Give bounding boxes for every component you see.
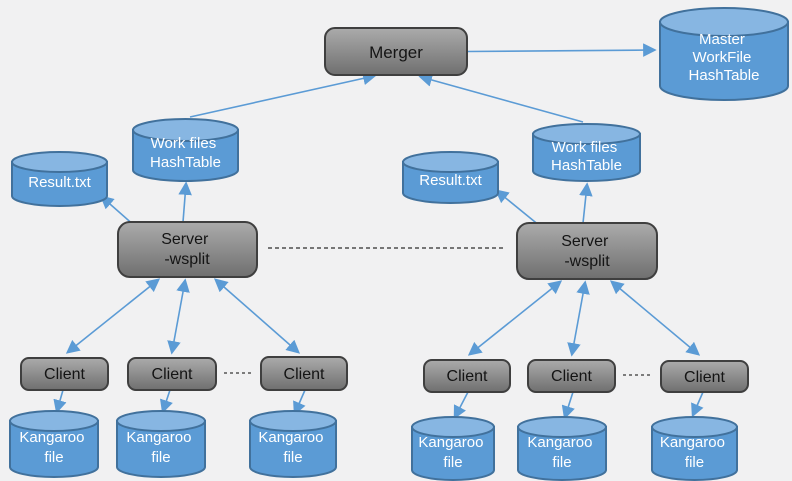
kangaroo-file-4-label: Kangaroo file — [418, 434, 487, 471]
client-4-box — [423, 359, 511, 393]
edge-serverL-client1 — [65, 278, 161, 354]
edge-wfhL-to-merger — [189, 71, 377, 118]
cylinder-body — [402, 161, 499, 204]
server-right-label: Server -wsplit — [561, 233, 613, 270]
kangaroo-file-2-node: Kangaroo file — [116, 410, 206, 478]
work-files-hashtable-left-node: Work files HashTable — [132, 118, 239, 182]
kangaroo-file-6-label: Kangaroo file — [660, 434, 729, 471]
cylinder-top — [249, 410, 337, 432]
work-files-hashtable-right-node: Work files HashTable — [532, 123, 641, 182]
cylinder-top — [517, 416, 607, 438]
cylinder-body — [132, 129, 239, 182]
cylinder-body — [9, 420, 99, 478]
cylinder-top — [132, 118, 239, 142]
merger-node: Merger — [324, 27, 468, 76]
edge-serverL-client2 — [167, 278, 190, 355]
client-3-label: Client — [284, 366, 325, 383]
edge-serverR-to-wfhR — [579, 182, 593, 224]
work-files-hashtable-left-label: Work files HashTable — [150, 135, 221, 171]
kangaroo-file-3-label: Kangaroo file — [258, 429, 327, 466]
client-2-label: Client — [152, 366, 193, 383]
kangaroo-file-1-node: Kangaroo file — [9, 410, 99, 478]
cylinder-body — [249, 420, 337, 478]
client-1-box — [20, 357, 109, 391]
client-2-box — [127, 357, 217, 391]
client-3-box — [260, 356, 348, 391]
client-5-box — [527, 359, 616, 393]
kangaroo-file-3-node: Kangaroo file — [249, 410, 337, 478]
client-1-label: Client — [44, 366, 85, 383]
client-5-node: Client — [527, 359, 616, 393]
edge-wfhR-to-merger — [418, 73, 584, 123]
cylinder-body — [517, 426, 607, 481]
kangaroo-file-2-label: Kangaroo file — [126, 429, 195, 466]
edge-client2-kangaroo2 — [159, 389, 173, 414]
cylinder-top — [532, 123, 641, 145]
client-5-label: Client — [551, 368, 592, 385]
cylinder-top — [402, 151, 499, 173]
server-left-node: Server -wsplit — [117, 221, 258, 278]
edge-client4-kangaroo4 — [453, 391, 469, 420]
cylinder-top — [11, 151, 108, 173]
merger-box — [324, 27, 468, 76]
connectors — [53, 43, 704, 420]
server-left-box — [117, 221, 258, 278]
edge-serverR-client4 — [467, 280, 563, 356]
kangaroo-file-5-label: Kangaroo file — [527, 434, 596, 471]
server-left-label: Server -wsplit — [161, 231, 213, 268]
result-txt-right-node: Result.txt — [402, 151, 499, 204]
cylinder-body — [411, 426, 495, 481]
kangaroo-file-6-node: Kangaroo file — [651, 416, 738, 481]
client-1-node: Client — [20, 357, 109, 391]
client-3-node: Client — [260, 356, 348, 391]
master-workfile-hashtable-label: Master WorkFile HashTable — [689, 31, 760, 84]
client-6-node: Client — [660, 360, 749, 393]
client-6-label: Client — [684, 369, 725, 386]
result-txt-right-label: Result.txt — [419, 172, 482, 189]
work-files-hashtable-right-label: Work files HashTable — [551, 139, 622, 174]
client-6-box — [660, 360, 749, 393]
cylinder-top — [411, 416, 495, 438]
cylinder-body — [11, 161, 108, 207]
kangaroo-file-1-label: Kangaroo file — [19, 429, 88, 466]
client-4-label: Client — [447, 368, 488, 385]
edge-serverL-to-wfhL — [178, 181, 192, 223]
kangaroo-file-5-node: Kangaroo file — [517, 416, 607, 481]
cylinder-body — [651, 426, 738, 481]
edge-client6-kangaroo6 — [691, 391, 704, 418]
kangaroo-file-4-node: Kangaroo file — [411, 416, 495, 481]
cylinder-top — [9, 410, 99, 432]
cylinder-body — [659, 21, 789, 101]
master-workfile-hashtable-node: Master WorkFile HashTable — [659, 7, 789, 101]
client-2-node: Client — [127, 357, 217, 391]
server-right-node: Server -wsplit — [516, 222, 658, 280]
edge-serverR-client5 — [567, 280, 590, 357]
edge-serverR-client6 — [609, 280, 701, 356]
edge-client1-kangaroo1 — [53, 389, 67, 414]
client-4-node: Client — [423, 359, 511, 393]
edge-serverR-to-resultR — [494, 189, 541, 227]
merger-label: Merger — [369, 43, 423, 62]
cylinder-body — [116, 420, 206, 478]
result-txt-left-label: Result.txt — [28, 174, 91, 191]
cylinder-top — [659, 7, 789, 37]
edge-client3-kangaroo3 — [293, 389, 306, 416]
edge-serverL-client3 — [213, 278, 301, 354]
result-txt-left-node: Result.txt — [11, 151, 108, 207]
cylinder-top — [116, 410, 206, 432]
server-right-box — [516, 222, 658, 280]
edge-merger-to-master — [466, 43, 657, 57]
edge-client5-kangaroo5 — [561, 391, 575, 420]
cylinder-top — [651, 416, 738, 438]
cylinder-body — [532, 133, 641, 182]
